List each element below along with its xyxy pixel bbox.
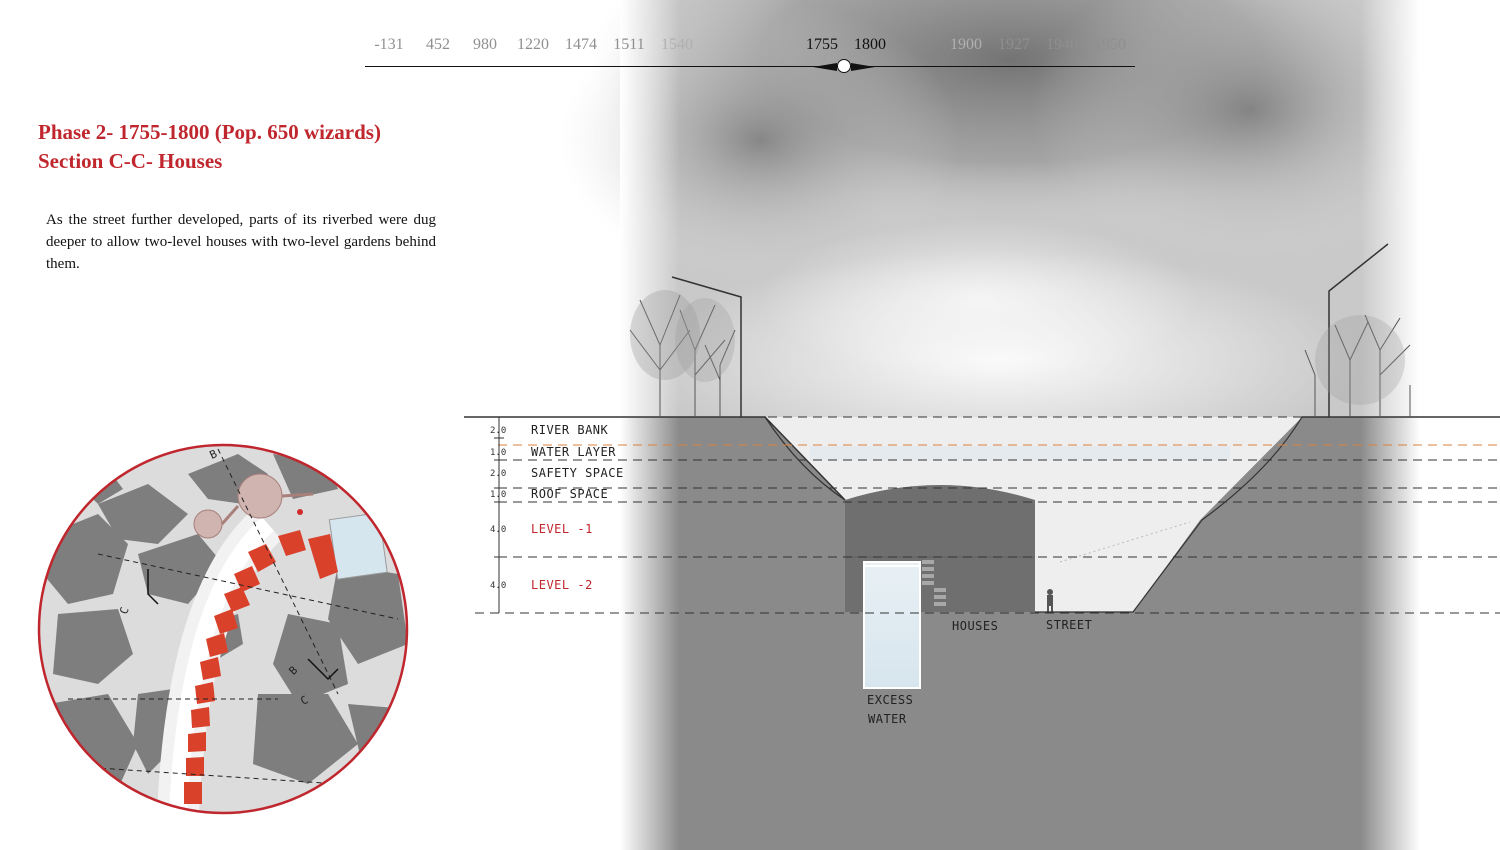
timeline-year[interactable]: 1940 (1046, 36, 1078, 53)
timeline-slider-handle[interactable] (837, 59, 851, 73)
timeline-year[interactable]: 1511 (613, 36, 645, 53)
dimension-value: 2.0 (490, 426, 507, 436)
map-frame (37, 443, 409, 815)
level-label-river-bank: RIVER BANK (531, 423, 609, 437)
timeline-arrow-right-icon (851, 63, 875, 71)
phase-heading: Phase 2- 1755-1800 (Pop. 650 wizards) Se… (38, 118, 381, 176)
level-label-level-1: LEVEL -1 (531, 522, 593, 536)
street-label: STREET (1046, 618, 1093, 632)
description-text: As the street further developed, parts o… (46, 212, 436, 272)
timeline-axis (365, 66, 1135, 67)
level-label-roof-space: ROOF SPACE (531, 487, 609, 501)
trees-right (1304, 314, 1411, 417)
dimension-value: 1.0 (490, 490, 507, 500)
timeline-year[interactable]: 1474 (565, 36, 597, 53)
dimension-value: 1.0 (490, 448, 507, 458)
excess-water-label: EXCESS (867, 693, 914, 707)
dimension-value: 2.0 (490, 469, 507, 479)
timeline-year[interactable]: 1950 (1094, 36, 1126, 53)
level-label-level-2: LEVEL -2 (531, 578, 593, 592)
timeline-year-active[interactable]: 1800 (854, 36, 886, 53)
level-label-water-layer: WATER LAYER (531, 445, 616, 459)
dimension-value: 4.0 (490, 581, 507, 591)
level-label-safety-space: SAFETY SPACE (531, 466, 624, 480)
timeline-year-active[interactable]: 1755 (806, 36, 838, 53)
houses-label: HOUSES (952, 619, 999, 633)
timeline[interactable]: -131 452 980 1220 1474 1511 1540 1755 18… (365, 30, 1135, 80)
dimension-value: 4.0 (490, 525, 507, 535)
section-title: Section C-C- Houses (38, 149, 223, 173)
timeline-arrow-left-icon (813, 63, 837, 71)
trees-left (629, 294, 736, 417)
excess-water-label: WATER (868, 712, 907, 726)
timeline-year[interactable]: -131 (374, 36, 404, 53)
timeline-year[interactable]: 1220 (517, 36, 549, 53)
timeline-year[interactable]: 980 (473, 36, 497, 53)
site-plan-drawing (38, 444, 408, 814)
site-plan-map: B C B C (38, 444, 408, 814)
timeline-year[interactable]: 452 (426, 36, 450, 53)
timeline-year[interactable]: 1540 (661, 36, 693, 53)
phase-title: Phase 2- 1755-1800 (Pop. 650 wizards) (38, 120, 381, 144)
timeline-year[interactable]: 1900 (950, 36, 982, 53)
timeline-year[interactable]: 1927 (998, 36, 1030, 53)
